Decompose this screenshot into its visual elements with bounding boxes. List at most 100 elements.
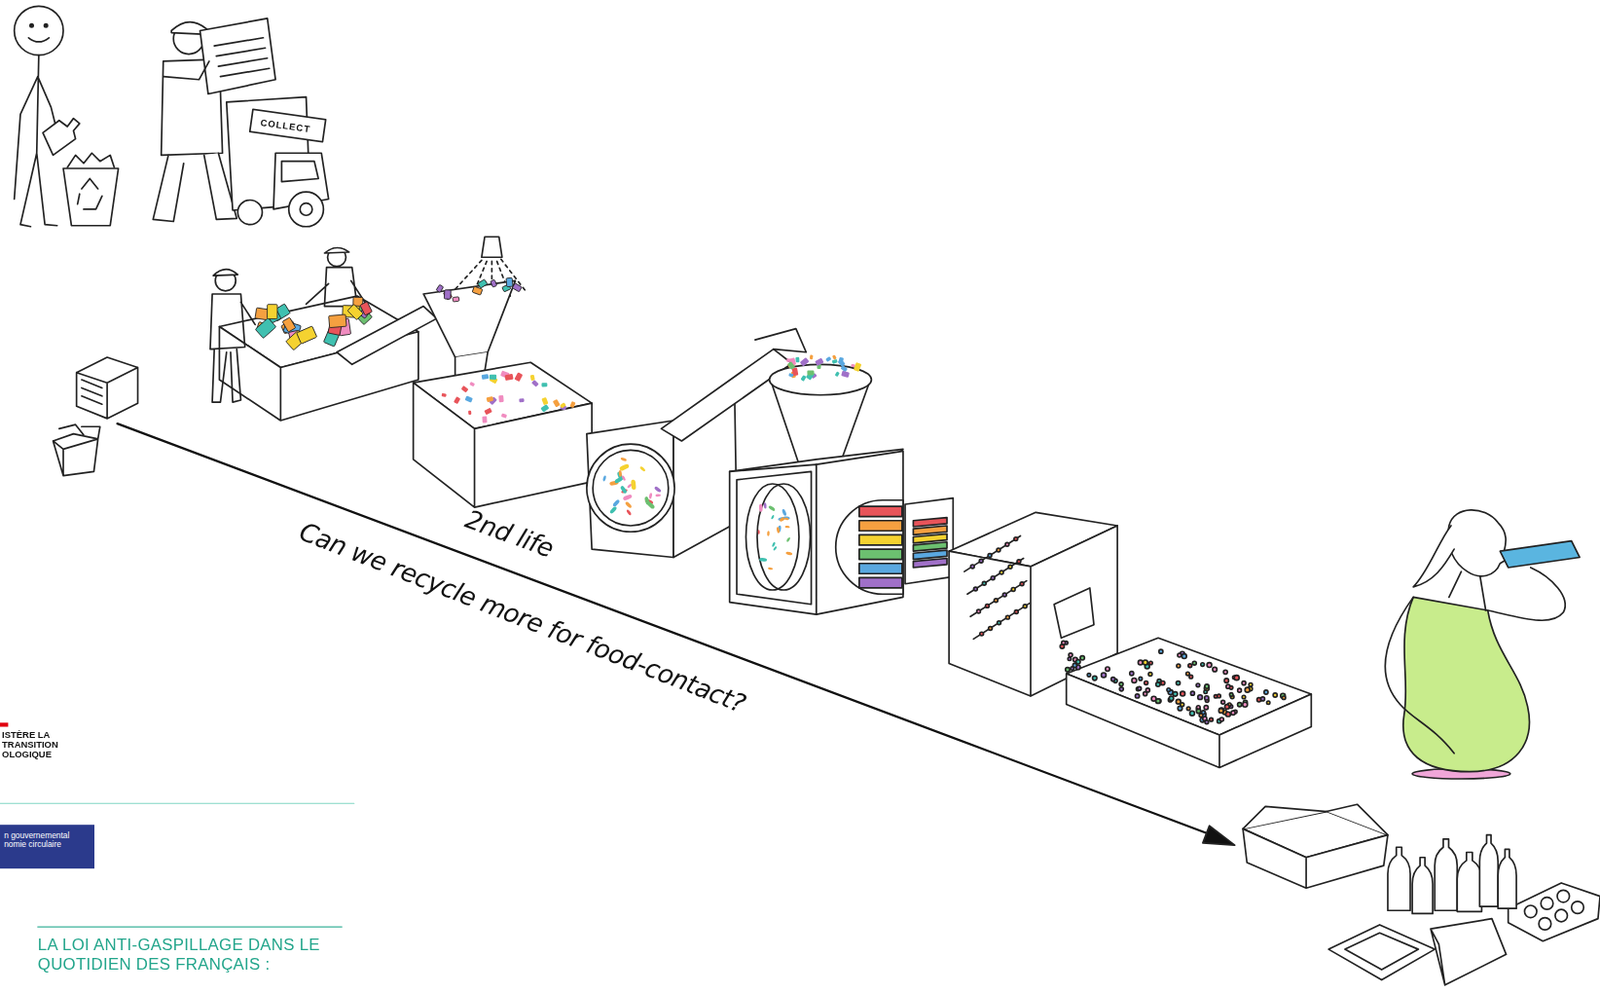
pellet — [1204, 720, 1209, 725]
plastic-flake — [267, 304, 278, 320]
pellet — [1237, 702, 1242, 707]
plastic-flake — [619, 484, 628, 494]
plastic-flake — [618, 463, 630, 472]
pellet — [1204, 695, 1209, 700]
pellet — [1168, 695, 1173, 700]
plastic-flake — [624, 501, 633, 510]
pellet — [1101, 672, 1107, 678]
plastic-flake — [639, 466, 647, 473]
plastic-flake — [465, 395, 473, 402]
plastic-flake — [483, 407, 492, 416]
plastic-flake — [442, 290, 452, 300]
pellet — [1198, 694, 1203, 700]
pellet — [1242, 701, 1248, 707]
pellet — [1231, 710, 1236, 715]
pellet — [1176, 663, 1181, 668]
spray-nozzle — [481, 236, 503, 257]
plastic-flake — [759, 557, 767, 562]
pellet — [1144, 681, 1149, 686]
pellet — [1119, 682, 1124, 687]
pellet — [987, 553, 992, 558]
pellet — [1022, 604, 1027, 609]
plastic-flake — [441, 393, 447, 398]
plastic-flake — [282, 317, 296, 332]
pellet — [1192, 660, 1197, 665]
pellet — [1067, 656, 1071, 660]
pellet — [1177, 653, 1182, 657]
pellet — [970, 564, 975, 569]
plastic-flake — [781, 509, 788, 517]
pellet — [1189, 674, 1194, 679]
rainbow-stripe — [859, 506, 903, 516]
plastic-flake — [490, 279, 498, 288]
rainbow-stripe — [859, 534, 903, 545]
plastic-flake — [609, 506, 619, 515]
pellet — [1196, 683, 1200, 688]
takeaway-box — [53, 424, 101, 475]
pellet — [1087, 673, 1091, 677]
extruder — [729, 464, 817, 615]
water-bottle — [1499, 541, 1580, 568]
pellet — [985, 604, 990, 609]
plastic-flake — [771, 541, 777, 547]
plastic-flake — [825, 356, 832, 363]
pellet — [1203, 705, 1208, 710]
pellet — [1190, 710, 1196, 716]
pellet — [1206, 662, 1212, 668]
pellet — [1011, 587, 1016, 592]
plastic-flake — [619, 456, 627, 462]
pellet — [1241, 694, 1246, 699]
plastic-flake — [540, 403, 549, 412]
rainbow-roll — [836, 500, 904, 594]
pellet — [1200, 662, 1205, 667]
pellet — [1172, 691, 1178, 697]
plastic-flake — [559, 401, 567, 408]
plastic-flake — [800, 374, 807, 382]
plastic-flake — [759, 504, 764, 512]
plastic-flake — [622, 493, 633, 501]
pellet — [1217, 693, 1222, 698]
pellet — [1180, 702, 1185, 707]
plastic-flake — [788, 372, 794, 377]
pellet — [1260, 696, 1265, 701]
plastic-flake — [772, 545, 778, 551]
pellet — [1142, 659, 1148, 665]
pellet — [990, 576, 995, 581]
plastic-flake — [436, 284, 444, 292]
pellet — [1076, 659, 1081, 664]
pellet — [1068, 653, 1073, 657]
pellet — [1119, 687, 1124, 691]
pellet — [1201, 710, 1206, 715]
recycle-bin — [63, 168, 119, 226]
pellet — [980, 631, 984, 636]
plastic-flake — [504, 373, 513, 381]
rainbow-stripe — [859, 520, 903, 531]
pellet — [981, 581, 986, 585]
pellet — [1137, 659, 1143, 665]
plastic-flake — [758, 529, 761, 535]
pellet — [1065, 667, 1071, 673]
pellet — [1111, 677, 1116, 682]
pellet — [988, 626, 993, 631]
pellet — [1237, 688, 1242, 692]
plastic-flake — [809, 354, 814, 360]
wheelie-bin — [200, 18, 277, 95]
pellet — [1244, 687, 1250, 692]
pellet — [1248, 682, 1253, 687]
plastic-flake — [498, 395, 504, 402]
pellet — [1145, 688, 1150, 692]
plastic-flake — [602, 474, 608, 482]
plastic-flake — [620, 474, 626, 481]
food-tray — [1328, 924, 1435, 981]
logo-box: n gouvernemental nomie circulaire — [0, 824, 94, 868]
pellet — [1006, 615, 1011, 619]
pellet — [1156, 698, 1162, 704]
plastic-flake — [254, 318, 276, 339]
pellet — [1134, 693, 1139, 698]
pellet — [1186, 671, 1191, 676]
outlet — [1054, 587, 1094, 638]
plastic-flake — [489, 374, 497, 380]
pellet — [1272, 692, 1277, 697]
pellet — [1241, 681, 1246, 686]
